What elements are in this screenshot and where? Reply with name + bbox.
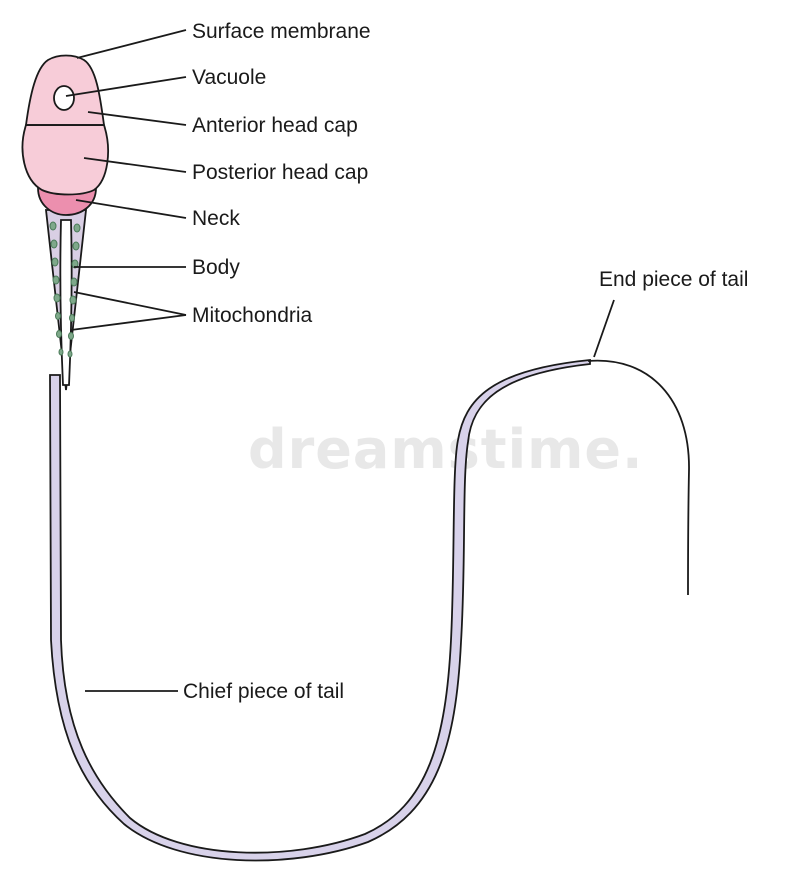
label-body: Body [192,256,240,279]
mitochondrion [58,348,64,356]
label-mitochondria: Mitochondria [192,304,313,327]
mitochondrion [55,312,61,320]
leader-mitochondria-lower [70,314,187,331]
mitochondrion [67,350,73,358]
mitochondrion [53,293,61,303]
label-anterior-head-cap: Anterior head cap [192,114,358,137]
mitochondrion [68,332,74,340]
mitochondrion [69,295,77,305]
label-chief-piece-of-tail: Chief piece of tail [183,680,344,703]
mitochondrion [52,275,60,285]
neck [37,187,97,216]
mitochondrion [50,239,58,249]
axial-filament [59,219,73,386]
mitochondrion [56,330,62,338]
label-end-piece-of-tail: End piece of tail [599,268,748,291]
end-piece-of-tail [587,359,690,596]
chief-piece-of-tail [49,359,591,862]
leader-surface-membrane [76,29,187,59]
mitochondrion [73,223,81,233]
label-surface-membrane: Surface membrane [192,20,371,43]
mitochondria-group [49,221,81,358]
mitochondrion [72,241,80,251]
leader-posterior-head-cap [83,157,187,173]
posterior-head-cap [21,124,109,196]
mitochondrion [71,259,79,269]
mitochondrion [49,221,57,231]
leader-end-piece-of-tail [593,299,615,358]
leader-mitochondria-upper [73,291,187,316]
watermark: dreamstime. [248,418,644,481]
leader-anterior-head-cap [87,111,187,126]
leader-vacuole [65,76,187,97]
mitochondrion [69,314,75,322]
label-vacuole: Vacuole [192,66,266,89]
leader-neck [75,199,187,219]
mitochondrion [70,277,78,287]
label-neck: Neck [192,207,240,230]
vacuole [53,85,75,111]
label-posterior-head-cap: Posterior head cap [192,161,368,184]
mitochondrion [51,257,59,267]
